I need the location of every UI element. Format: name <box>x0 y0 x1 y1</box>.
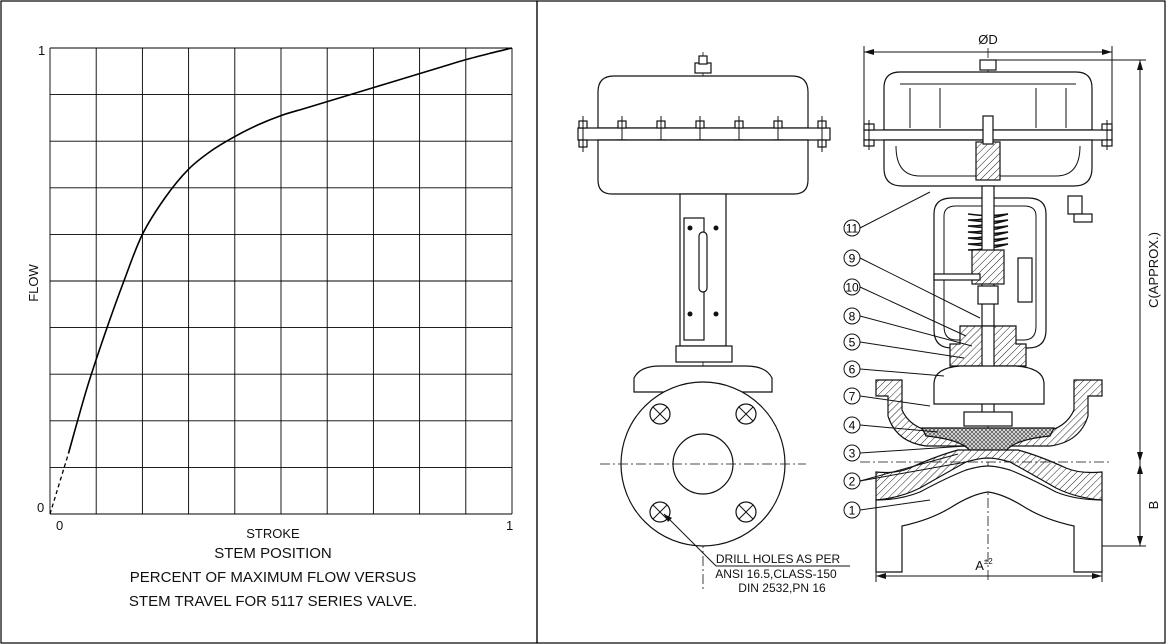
callout-label: 10 <box>845 281 859 295</box>
callout-11: 11 <box>843 191 931 237</box>
valve-side-view <box>577 52 850 592</box>
flow-curve-dashed-start <box>49 453 70 515</box>
bolt-hole <box>649 403 671 425</box>
callout-label: 2 <box>849 475 856 489</box>
dim-b: B <box>1146 501 1161 510</box>
note-line-3: DIN 2532,PN 16 <box>738 581 826 595</box>
callout-label: 9 <box>849 252 856 266</box>
note-line-2: ANSI 16.5,CLASS-150 <box>715 567 837 581</box>
dim-diameter: ØD <box>978 32 998 47</box>
bolt-hole <box>735 501 757 523</box>
callout-5: 5 <box>843 333 965 359</box>
part-callouts: 11 9 10 8 5 6 7 4 3 2 1 <box>843 191 981 519</box>
callout-label: 11 <box>846 222 859 236</box>
x-axis-title: STROKE <box>246 526 300 541</box>
callout-10: 10 <box>843 278 967 337</box>
callout-7: 7 <box>843 387 931 407</box>
dim-a: A±2 <box>975 557 993 573</box>
callout-6: 6 <box>843 360 945 378</box>
x-tick-left: 0 <box>56 518 63 533</box>
bolt-hole <box>649 501 671 523</box>
note-line-1: DRILL HOLES AS PER <box>716 552 841 566</box>
callout-label: 7 <box>849 390 856 404</box>
callout-9: 9 <box>843 249 981 319</box>
flow-curve <box>67 47 513 454</box>
callout-2: 2 <box>843 453 959 490</box>
bolt-hole <box>735 403 757 425</box>
callout-label: 4 <box>849 419 856 433</box>
caption-line-3: STEM TRAVEL FOR 5117 SERIES VALVE. <box>129 593 417 610</box>
drawing-panel <box>536 0 1166 644</box>
callout-label: 3 <box>849 447 856 461</box>
caption-line-1: STEM POSITION <box>214 545 332 562</box>
y-tick-bottom: 0 <box>37 500 44 515</box>
chart-grid <box>49 47 513 515</box>
callout-label: 8 <box>849 310 856 324</box>
callout-3: 3 <box>843 444 967 462</box>
x-tick-right: 1 <box>506 518 513 533</box>
callout-label: 6 <box>849 363 856 377</box>
dimensions <box>863 46 1146 582</box>
callout-1: 1 <box>843 499 931 519</box>
callout-label: 5 <box>849 336 856 350</box>
dim-height: C(APPROX.) <box>1146 232 1161 308</box>
callout-label: 1 <box>849 504 856 518</box>
callout-4: 4 <box>843 416 939 434</box>
flow-stroke-chart: 1 0 0 1 FLOW STROKE STEM POSITION PERCEN… <box>26 43 513 610</box>
caption-line-2: PERCENT OF MAXIMUM FLOW VERSUS <box>130 569 416 586</box>
valve-sectional-view <box>860 48 1113 580</box>
y-tick-top: 1 <box>38 43 45 58</box>
callout-8: 8 <box>843 307 973 347</box>
y-axis-title: FLOW <box>26 263 41 301</box>
